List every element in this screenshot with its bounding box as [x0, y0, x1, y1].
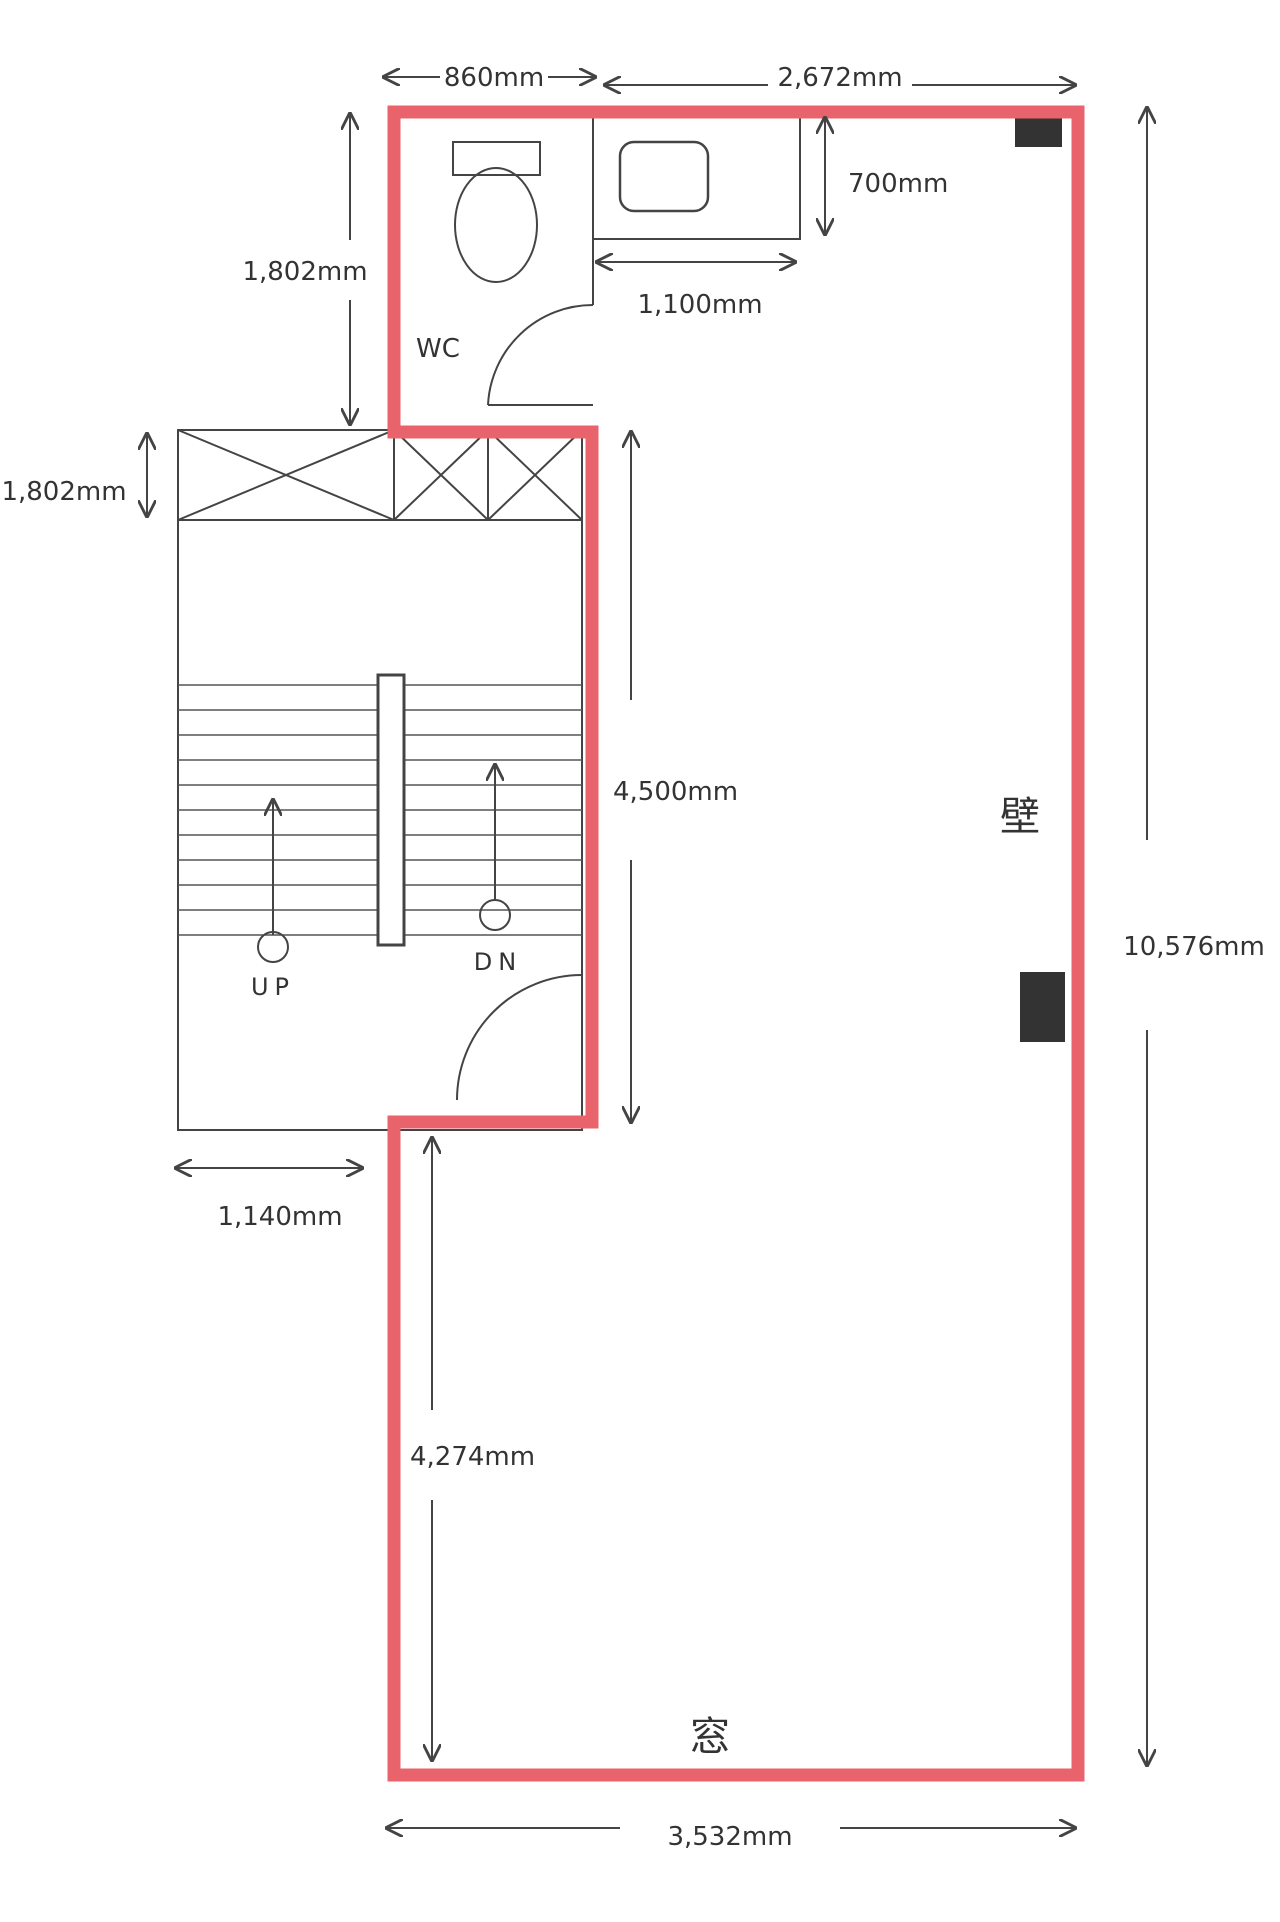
- dn-label: DN: [474, 948, 522, 976]
- stair-enclosure: [177, 429, 583, 1131]
- dim-4274: 4,274mm: [410, 1442, 535, 1472]
- dim-1100: 1,100mm: [637, 290, 762, 320]
- window-label: 窓: [690, 1714, 730, 1760]
- staircase: UP DN: [177, 429, 583, 1131]
- toilet-tank: [452, 141, 541, 176]
- dimension-labels: 860mm 2,672mm 700mm 1,100mm 1,802mm 1,80…: [1, 63, 1264, 1852]
- toilet-bowl: [454, 167, 538, 283]
- dim-1802-top: 1,802mm: [242, 257, 367, 287]
- wc-room: WC: [416, 111, 801, 406]
- dim-2672: 2,672mm: [777, 63, 902, 93]
- dim-3532: 3,532mm: [667, 1822, 792, 1852]
- unit-outline: [387, 105, 1085, 1782]
- stair-door-swing: [456, 974, 583, 1101]
- stair-handrail: [376, 673, 406, 947]
- up-label: UP: [251, 973, 295, 1001]
- landing-cross: [177, 429, 395, 521]
- dim-1802-left: 1,802mm: [1, 477, 126, 507]
- dim-10576: 10,576mm: [1123, 932, 1265, 962]
- dn-arrow-origin: [479, 899, 511, 931]
- dim-4500: 4,500mm: [613, 777, 738, 807]
- up-arrow-origin: [257, 931, 289, 963]
- wall-label: 壁: [1000, 794, 1040, 840]
- wc-door-swing: [487, 303, 594, 406]
- wall-pillar: [1020, 972, 1065, 1042]
- dim-1140: 1,140mm: [217, 1202, 342, 1232]
- dim-700: 700mm: [848, 169, 948, 199]
- dimension-lines: [147, 77, 1147, 1828]
- sink-basin: [618, 140, 710, 213]
- sink-counter: [592, 111, 801, 240]
- landing-cross: [393, 429, 489, 521]
- landing-cross: [487, 429, 583, 521]
- corner-pillar: [1015, 118, 1062, 147]
- wc-label: WC: [416, 334, 460, 364]
- dim-860: 860mm: [444, 63, 544, 93]
